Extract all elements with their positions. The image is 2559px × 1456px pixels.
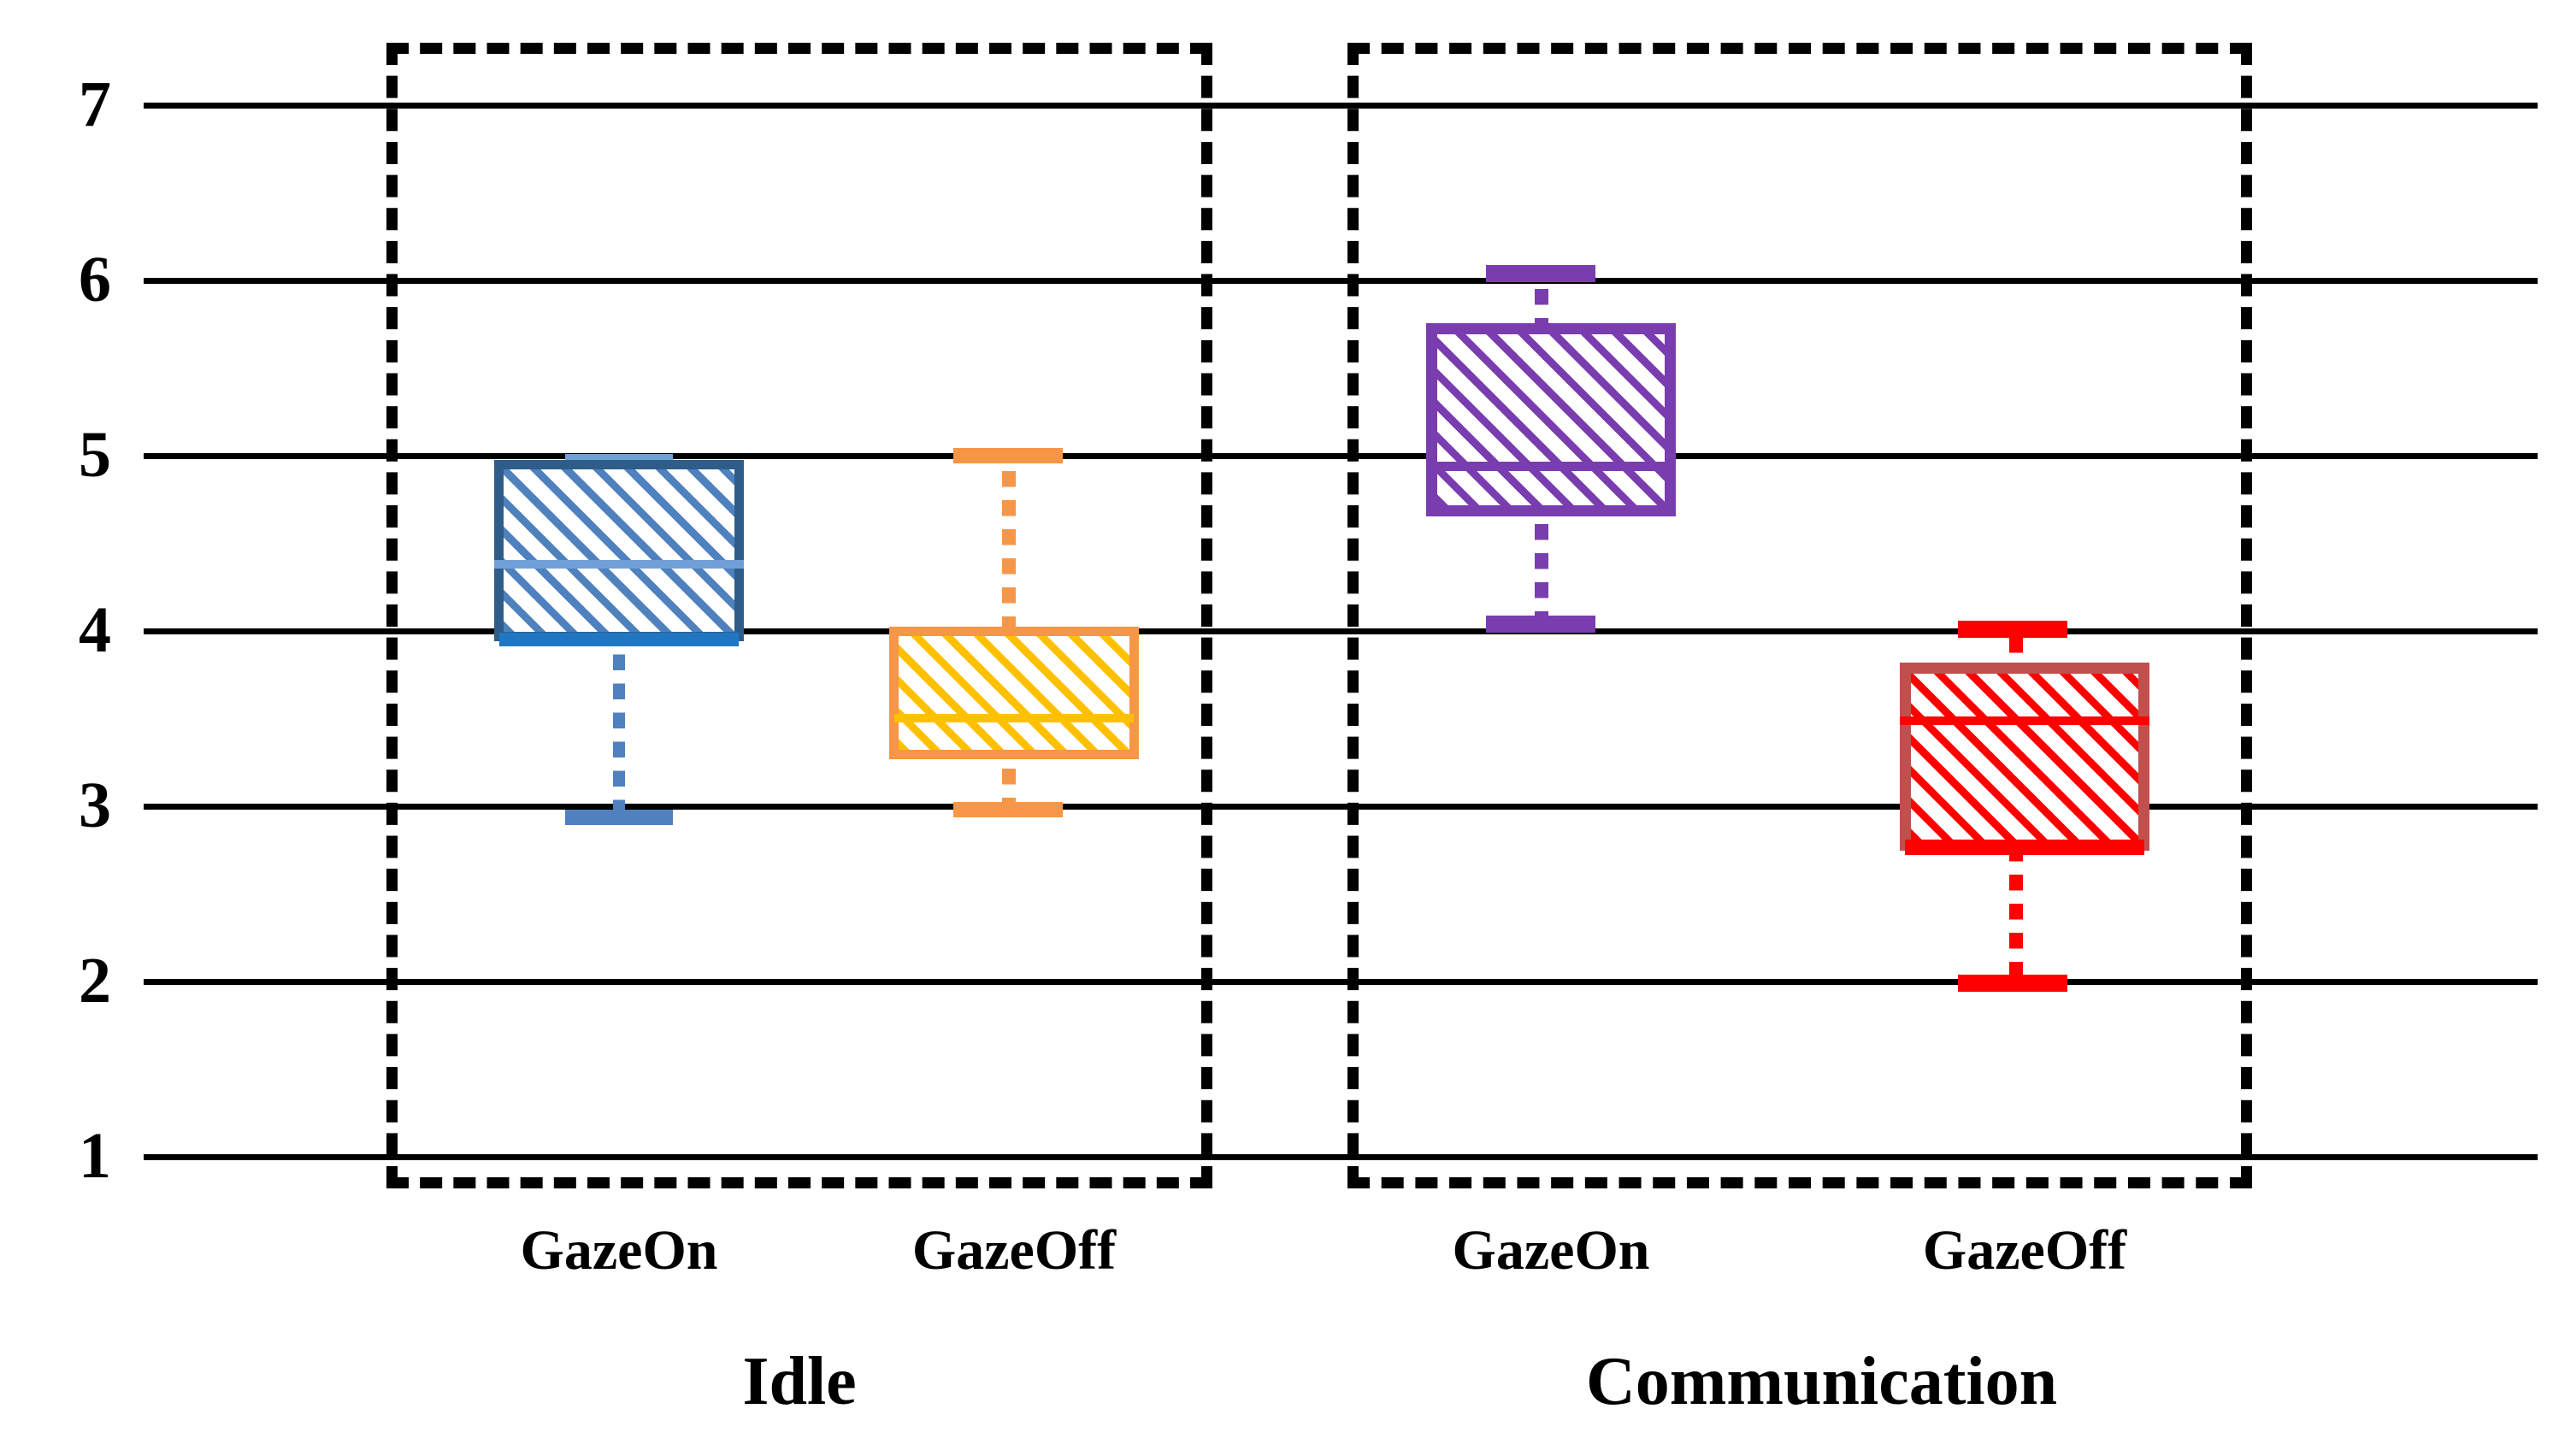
median-line [1900, 716, 2149, 725]
whisker-lower [613, 640, 625, 815]
whisker-lower [2009, 855, 2023, 981]
y-tick-label-6: 6 [79, 244, 111, 315]
gridline-6 [144, 278, 2538, 284]
box-bottom-edge [1905, 840, 2144, 855]
y-tick-label-2: 2 [79, 945, 111, 1017]
whisker-cap-min [953, 802, 1063, 817]
category-label-idle-gazeon: GazeOn [520, 1219, 718, 1282]
y-tick-label-4: 4 [79, 594, 111, 666]
box-iqr [494, 460, 744, 641]
category-label-communication-gazeoff: GazeOff [1922, 1219, 2127, 1282]
whisker-upper [2009, 634, 2023, 669]
group-outline-communication [1347, 43, 2252, 1188]
whisker-cap-max [1958, 621, 2067, 638]
box-bottom-edge [499, 633, 739, 646]
y-tick-label-1: 1 [79, 1120, 111, 1192]
group-label-communication: Communication [1586, 1344, 2058, 1419]
whisker-upper [1535, 279, 1548, 328]
whisker-upper [1002, 460, 1016, 628]
whisker-cap-min [1486, 616, 1595, 633]
group-label-idle: Idle [742, 1344, 857, 1419]
gridline-7 [144, 103, 2538, 109]
median-line [894, 714, 1134, 722]
group-outline-idle [386, 43, 1212, 1188]
category-label-communication-gazeon: GazeOn [1452, 1219, 1650, 1282]
box-iqr [1426, 323, 1676, 516]
whisker-cap-min [565, 810, 673, 825]
y-tick-label-3: 3 [79, 769, 111, 841]
gridline-5 [144, 453, 2538, 459]
median-line [494, 560, 744, 569]
category-label-idle-gazeoff: GazeOff [911, 1219, 1117, 1282]
y-tick-label-7: 7 [79, 68, 111, 140]
whisker-cap-max [1486, 265, 1595, 282]
gridline-4 [144, 628, 2538, 634]
y-tick-label-5: 5 [79, 419, 111, 491]
gridline-3 [144, 804, 2538, 810]
box-iqr [889, 627, 1139, 759]
median-line [1426, 462, 1676, 471]
gridline-1 [144, 1154, 2538, 1160]
whisker-lower [1002, 759, 1016, 807]
gridline-2 [144, 979, 2538, 985]
whisker-lower [1535, 516, 1548, 619]
whisker-cap-max [953, 448, 1063, 463]
whisker-cap-min [1958, 975, 2067, 992]
box-iqr [1900, 663, 2149, 851]
